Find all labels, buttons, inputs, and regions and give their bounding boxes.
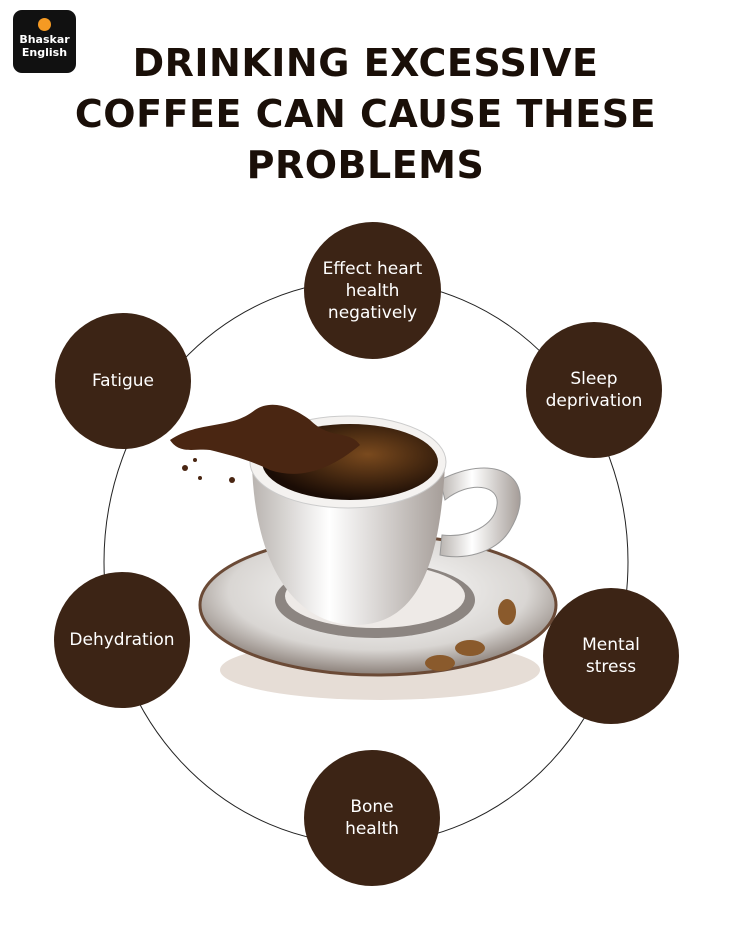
page-title: DRINKING EXCESSIVE COFFEE CAN CAUSE THES…	[0, 38, 731, 191]
logo-line1: Bhaskar	[19, 33, 70, 46]
problem-mental-stress: Mental stress	[543, 588, 679, 724]
problem-dehydration: Dehydration	[54, 572, 190, 708]
logo-dot-icon	[38, 18, 51, 31]
title-line: COFFEE CAN CAUSE THESE	[74, 92, 657, 136]
problem-bone-health: Bone health	[304, 750, 440, 886]
cup-handle	[439, 467, 521, 558]
problem-label: Dehydration	[69, 630, 175, 650]
problem-label: Bone health	[345, 797, 399, 839]
coffee-bean	[455, 640, 485, 656]
coffee-bean	[425, 655, 455, 671]
logo-line2: English	[21, 46, 68, 59]
title-line: PROBLEMS	[246, 143, 485, 187]
problem-fatigue: Fatigue	[55, 313, 191, 449]
problem-label: Effect heart health negatively	[322, 258, 423, 323]
problem-label: Fatigue	[91, 371, 155, 391]
coffee-splash	[170, 404, 360, 474]
title-line: DRINKING EXCESSIVE	[132, 41, 599, 85]
brand-logo: Bhaskar English	[13, 10, 76, 73]
coffee-bean	[498, 599, 516, 625]
problem-heart-health: Effect heart health negatively	[304, 222, 441, 359]
problem-sleep: Sleep deprivation	[526, 322, 662, 458]
problem-label: Mental stress	[582, 635, 640, 677]
problem-label: Sleep deprivation	[545, 369, 643, 411]
cup-body	[252, 465, 445, 626]
